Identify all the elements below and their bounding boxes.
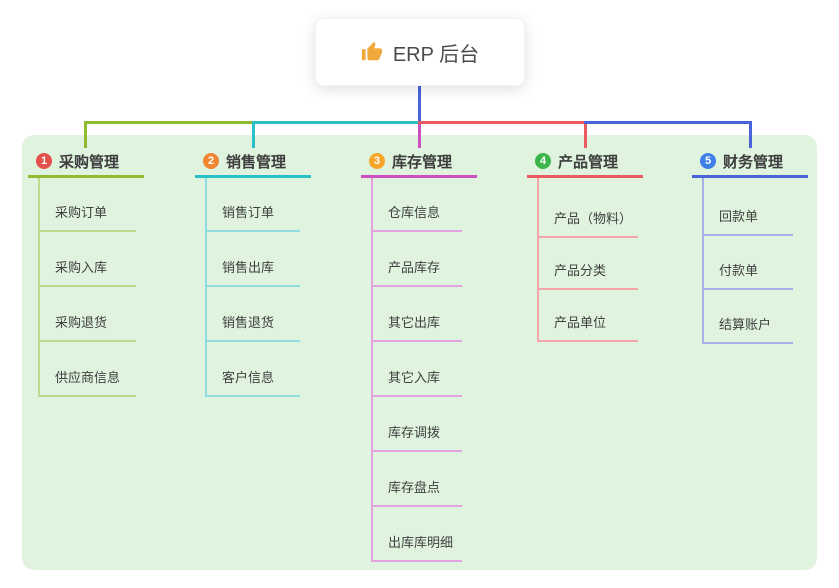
branch-connector-horizontal (584, 121, 752, 124)
child-node[interactable]: 库存盘点 (371, 477, 462, 507)
child-node[interactable]: 库存调拨 (371, 422, 462, 452)
thumbs-up-icon (361, 41, 382, 61)
branch-number-badge: 5 (700, 153, 716, 169)
child-node-label: 客户信息 (222, 370, 275, 385)
child-node-label: 其它入库 (388, 370, 441, 385)
child-node-label: 产品（物料） (554, 211, 633, 226)
mindmap-background-panel (22, 135, 817, 570)
child-node[interactable]: 供应商信息 (38, 367, 136, 397)
child-node-label: 销售退货 (222, 315, 275, 330)
child-node[interactable]: 销售出库 (205, 257, 300, 287)
branch-connector-vertical (252, 121, 255, 148)
child-node-label: 仓库信息 (388, 205, 441, 220)
branch-heading-label: 库存管理 (392, 153, 453, 171)
child-node-label: 出库库明细 (388, 535, 454, 550)
child-node[interactable]: 仓库信息 (371, 202, 462, 232)
child-node-label: 库存调拨 (388, 425, 441, 440)
child-node-label: 销售出库 (222, 260, 275, 275)
child-node[interactable]: 采购退货 (38, 312, 136, 342)
branch-heading-product-management[interactable]: 4 产品管理 (527, 147, 643, 178)
branch-connector-horizontal (84, 121, 254, 124)
branch-heading-label: 采购管理 (59, 153, 120, 171)
child-node[interactable]: 销售订单 (205, 202, 300, 232)
branch-connector-horizontal (252, 121, 420, 124)
child-node[interactable]: 产品单位 (537, 312, 638, 342)
child-node[interactable]: 回款单 (702, 206, 793, 236)
child-node[interactable]: 销售退货 (205, 312, 300, 342)
branch-heading-label: 财务管理 (723, 153, 784, 171)
child-node-label: 产品分类 (554, 263, 607, 278)
child-node[interactable]: 其它出库 (371, 312, 462, 342)
child-node-label: 付款单 (719, 263, 759, 278)
child-node[interactable]: 采购入库 (38, 257, 136, 287)
child-node[interactable]: 付款单 (702, 260, 793, 290)
branch-connector-vertical (749, 121, 752, 148)
child-node[interactable]: 出库库明细 (371, 532, 462, 562)
child-node-label: 采购退货 (55, 315, 108, 330)
branch-heading-sales-management[interactable]: 2 销售管理 (195, 147, 311, 178)
child-node-label: 产品库存 (388, 260, 441, 275)
branch-connector-vertical (418, 121, 421, 148)
child-node-label: 采购入库 (55, 260, 108, 275)
branch-connector-vertical (584, 121, 587, 148)
branch-number-badge: 3 (369, 153, 385, 169)
branch-connector-vertical (84, 121, 87, 148)
root-connector-line (418, 84, 421, 124)
child-node[interactable]: 产品库存 (371, 257, 462, 287)
children-connector-line (371, 178, 373, 562)
children-connector-line (537, 178, 539, 342)
child-node[interactable]: 采购订单 (38, 202, 136, 232)
root-node-label: ERP 后台 (392, 43, 480, 66)
children-connector-line (205, 178, 207, 397)
branch-number-badge: 2 (203, 153, 219, 169)
child-node-label: 库存盘点 (388, 480, 441, 495)
child-node[interactable]: 产品分类 (537, 260, 638, 290)
child-node-label: 销售订单 (222, 205, 275, 220)
child-node-label: 其它出库 (388, 315, 441, 330)
child-node-label: 采购订单 (55, 205, 108, 220)
branch-heading-finance-management[interactable]: 5 财务管理 (692, 147, 808, 178)
child-node[interactable]: 结算账户 (702, 314, 793, 344)
branch-heading-label: 销售管理 (226, 153, 287, 171)
branch-heading-label: 产品管理 (558, 153, 619, 171)
branch-heading-inventory-management[interactable]: 3 库存管理 (361, 147, 477, 178)
child-node[interactable]: 客户信息 (205, 367, 300, 397)
children-connector-line (38, 178, 40, 397)
mindmap-root-node[interactable]: ERP 后台 (315, 18, 525, 86)
branch-connector-horizontal (418, 121, 586, 124)
child-node-label: 结算账户 (719, 317, 772, 332)
children-connector-line (702, 178, 704, 344)
child-node-label: 产品单位 (554, 315, 607, 330)
child-node[interactable]: 其它入库 (371, 367, 462, 397)
child-node-label: 回款单 (719, 209, 759, 224)
child-node-label: 供应商信息 (55, 370, 121, 385)
child-node[interactable]: 产品（物料） (537, 208, 638, 238)
branch-number-badge: 1 (36, 153, 52, 169)
branch-number-badge: 4 (535, 153, 551, 169)
branch-heading-purchase-management[interactable]: 1 采购管理 (28, 147, 144, 178)
